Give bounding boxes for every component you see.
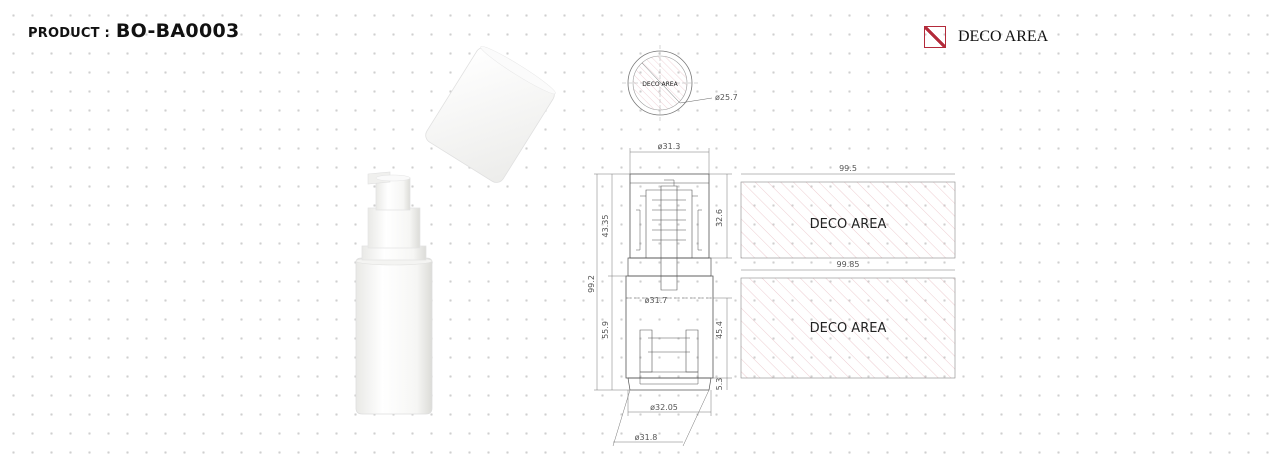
dim-h-body-deco: 45.4: [715, 321, 724, 339]
top-view-deco-label: DECO AREA: [642, 81, 678, 88]
dim-w-cap-deco: 99.5: [839, 164, 857, 173]
dimension-labels: ø31.3 43.35 32.6 99.2 ø31.7 55.9 45.4 5.…: [587, 142, 859, 442]
dim-d-top: ø31.3: [658, 142, 681, 151]
top-view: DECO AREA ø25.7: [622, 45, 738, 121]
cap-deco-label: DECO AREA: [810, 217, 887, 232]
product-title: PRODUCT : BO-BA0003: [28, 20, 240, 42]
side-elevation: [625, 173, 714, 391]
body-deco-label: DECO AREA: [810, 321, 887, 336]
product-label: PRODUCT :: [28, 26, 110, 41]
product-code: BO-BA0003: [115, 20, 240, 42]
dim-d-lower: ø32.05: [650, 403, 678, 412]
dimension-lines: [594, 148, 955, 447]
dim-h-total: 99.2: [587, 275, 596, 293]
dim-d-bottom: ø31.8: [635, 433, 658, 442]
cap-deco-area: DECO AREA: [740, 181, 956, 259]
body-deco-area: DECO AREA: [740, 277, 956, 379]
top-view-diameter: ø25.7: [715, 93, 738, 102]
dim-w-body-deco: 99.85: [837, 260, 860, 269]
dim-d-mid: ø31.7: [645, 296, 668, 305]
dim-h-cap-deco: 32.6: [715, 209, 724, 227]
dim-h-cap: 43.35: [601, 215, 610, 238]
legend-label: DECO AREA: [958, 28, 1049, 45]
deco-area-swatch-icon: [924, 26, 946, 48]
legend: DECO AREA: [924, 26, 1048, 48]
overcap: [425, 46, 556, 183]
dim-h-body: 55.9: [601, 321, 610, 339]
pump-head: [367, 171, 411, 211]
dim-h-base: 5.3: [715, 378, 724, 391]
